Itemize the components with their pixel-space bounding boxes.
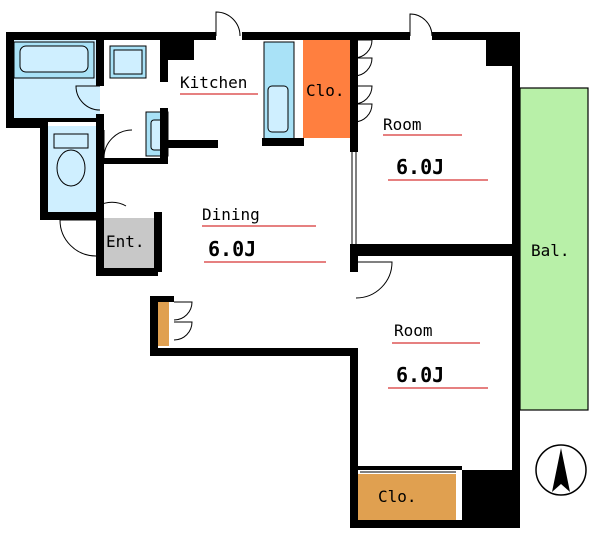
room-upper-size: 6.0J (396, 155, 444, 179)
dining-size: 6.0J (208, 237, 256, 261)
balcony-label: Bal. (531, 241, 570, 260)
closet-top (303, 38, 351, 138)
entrance-label: Ent. (106, 232, 145, 251)
closet-bottom-label: Clo. (378, 487, 417, 506)
closet-bottom (356, 474, 456, 524)
closet-top-label: Clo. (306, 81, 345, 100)
balcony-area (520, 88, 588, 410)
entrance-area (102, 218, 154, 268)
room-lower-size: 6.0J (396, 363, 444, 387)
toilet-icon (53, 133, 89, 187)
room-upper-label: Room (383, 115, 422, 134)
room-lower-label: Room (394, 321, 433, 340)
bathtub-icon (13, 41, 95, 79)
door-swings (59, 11, 433, 341)
dining-label: Dining (202, 205, 260, 224)
shoe-cabinet (157, 300, 169, 346)
kitchen-sink-icon (263, 41, 295, 141)
sliding-panels (351, 132, 519, 473)
washbasin-icon (109, 45, 147, 79)
north-arrow-icon (535, 444, 587, 496)
kitchen-label: Kitchen (180, 73, 247, 92)
